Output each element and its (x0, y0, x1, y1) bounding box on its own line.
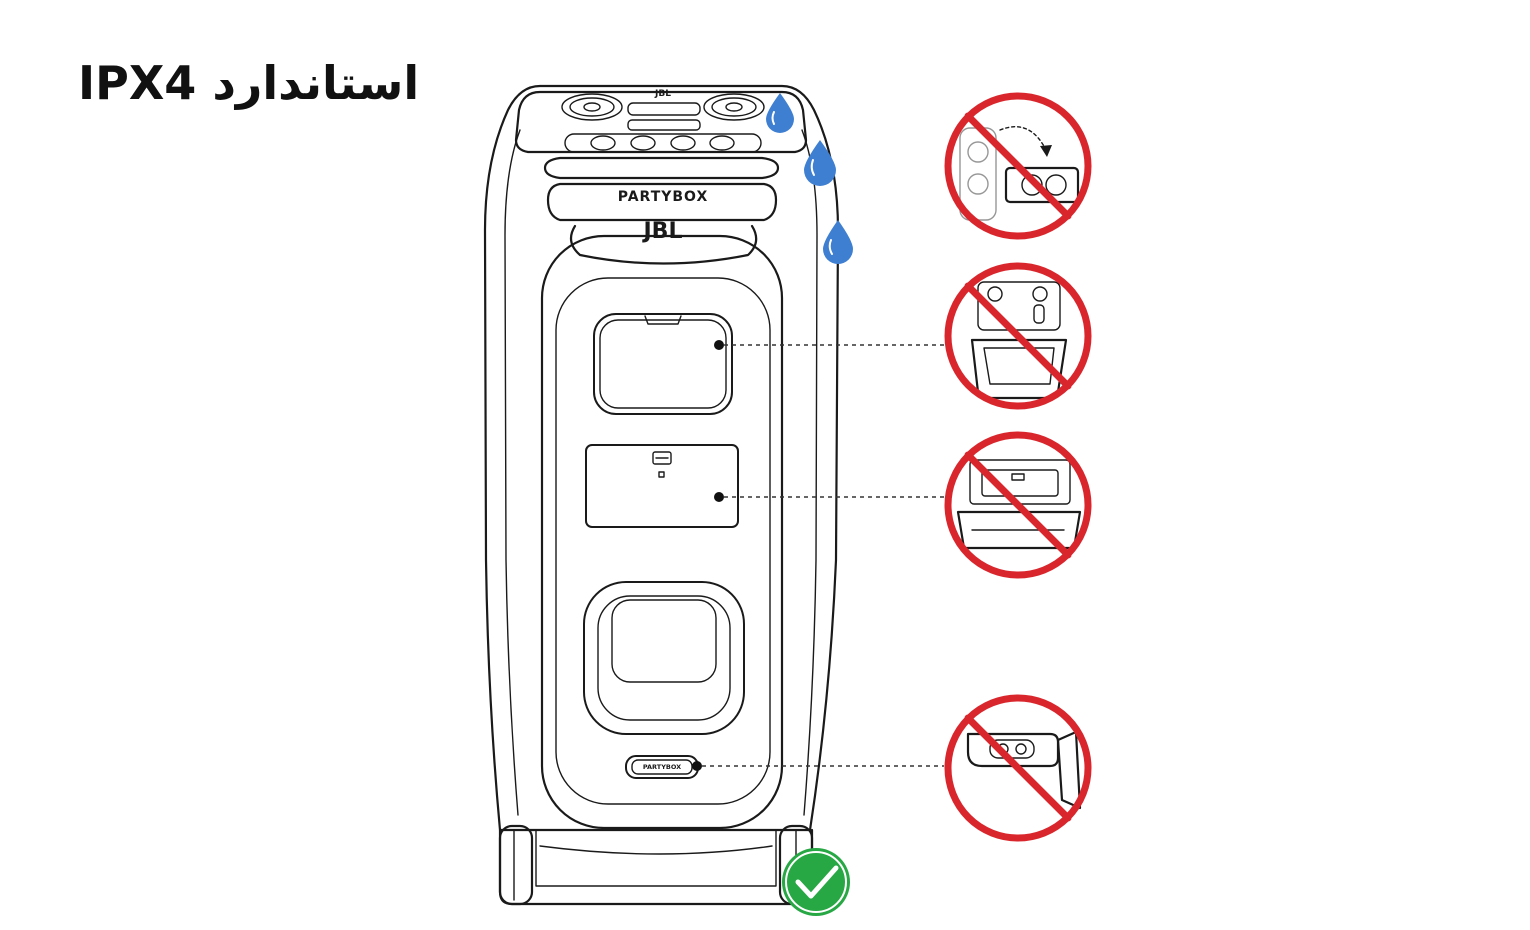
speaker-base (498, 828, 814, 906)
logo-label: PARTYBOX (618, 189, 709, 205)
page-title: استاندارد IPX4 (78, 56, 420, 110)
bottom-badge-label: PARTYBOX (643, 763, 681, 771)
svg-text:JBL: JBL (654, 89, 671, 99)
water-drops (766, 93, 853, 264)
woofer-panel (583, 581, 745, 735)
brand-logo: JBL (642, 219, 683, 244)
handle-slot (543, 156, 780, 180)
front-grille (540, 234, 784, 830)
water-drop-icon (823, 220, 853, 264)
callout-lines (702, 344, 944, 767)
mic-compartment (593, 313, 733, 415)
water-drop-icon (804, 140, 836, 186)
speaker-illustration: JBL PARTYBOX JBL (483, 84, 840, 906)
top-control-panel (514, 90, 808, 154)
check-mark-icon (782, 848, 850, 916)
control-knobs (564, 133, 762, 153)
water-drop-icon (766, 93, 794, 133)
no-open-mic-compartment-icon (944, 262, 1092, 410)
logo-bar (546, 182, 778, 222)
no-open-charging-port-icon (944, 694, 1092, 842)
right-dial (703, 93, 765, 121)
left-dial (561, 93, 623, 121)
no-open-battery-compartment-icon (944, 431, 1092, 579)
no-flip-speaker-icon (944, 92, 1092, 240)
battery-compartment (585, 444, 739, 528)
left-wheel (498, 824, 534, 906)
